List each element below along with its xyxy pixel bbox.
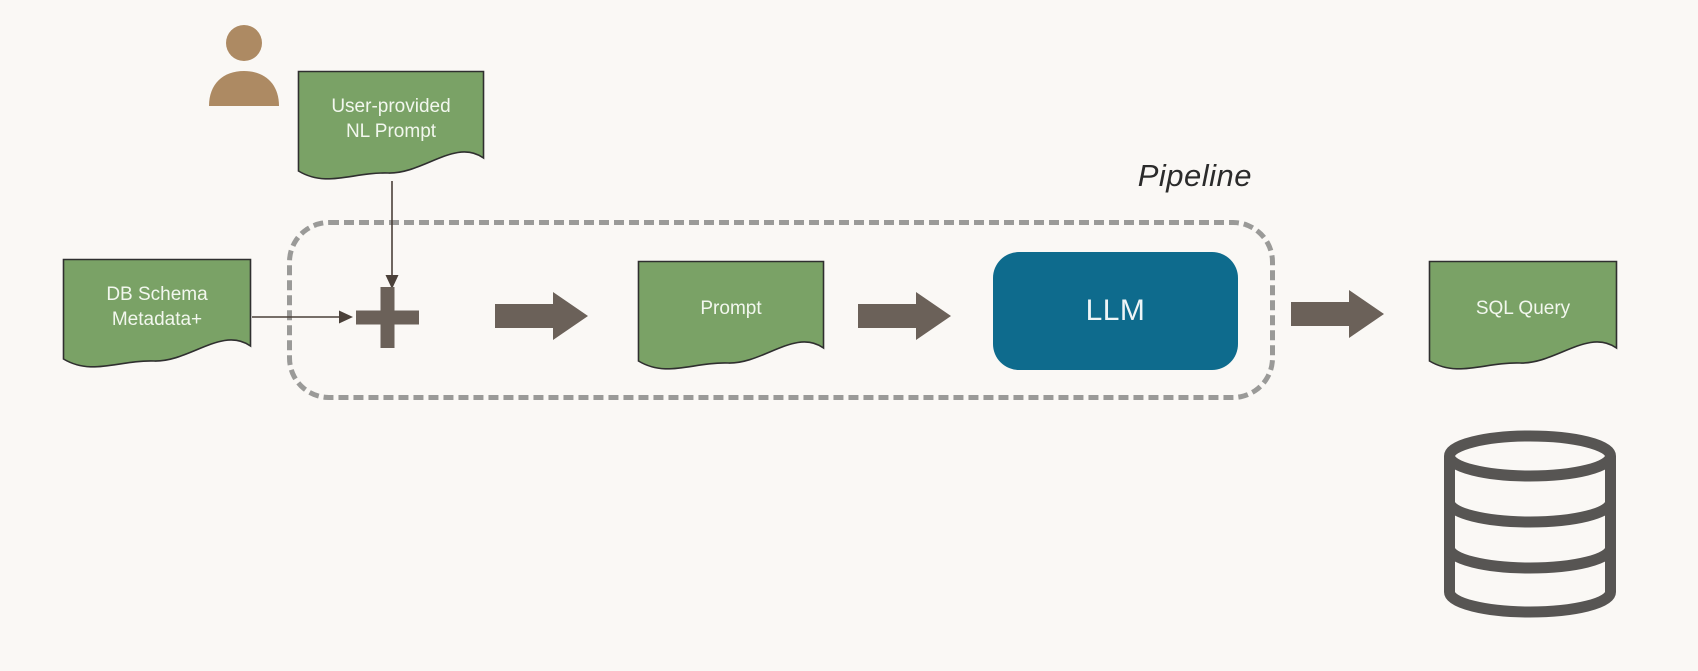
person-icon: [205, 24, 283, 106]
nl-prompt-document: User-provided NL Prompt: [297, 70, 485, 182]
llm-label: LLM: [1085, 294, 1146, 327]
db-schema-document: DB Schema Metadata+: [62, 258, 252, 370]
database-icon: [1443, 430, 1617, 618]
flow-arrow-icon-3: [1290, 290, 1385, 338]
prompt-document: Prompt: [637, 260, 825, 372]
pipeline-title: Pipeline: [1137, 158, 1252, 193]
pipeline-container: [287, 220, 1275, 400]
flow-arrow-icon-1: [495, 292, 588, 340]
plus-merge-icon: [356, 287, 419, 348]
sql-query-document: SQL Query: [1428, 260, 1618, 372]
llm-node: LLM: [993, 252, 1238, 370]
flow-arrow-icon-2: [858, 292, 951, 340]
